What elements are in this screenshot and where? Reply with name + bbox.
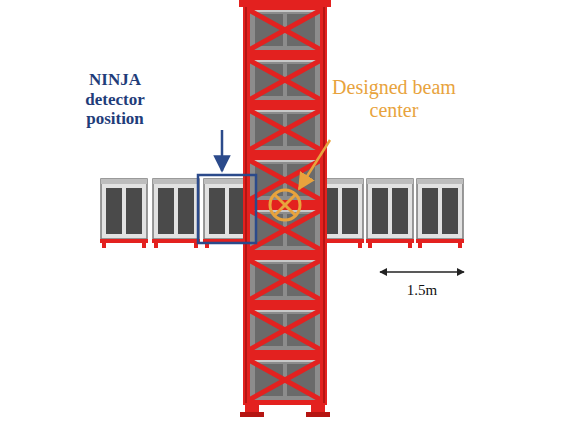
beam-center-symbol [270, 190, 300, 220]
ninja-position-box [198, 175, 256, 243]
scale-label: 1.5m [392, 282, 452, 299]
vertical-tower [239, 0, 331, 417]
scale-arrow [380, 271, 464, 272]
beam-leader-arrow [299, 140, 330, 189]
position-label: NINJA detector position [67, 70, 163, 129]
beam-center-label: Designed beam center [319, 76, 469, 122]
ninja-leader-arrow [221, 130, 224, 171]
